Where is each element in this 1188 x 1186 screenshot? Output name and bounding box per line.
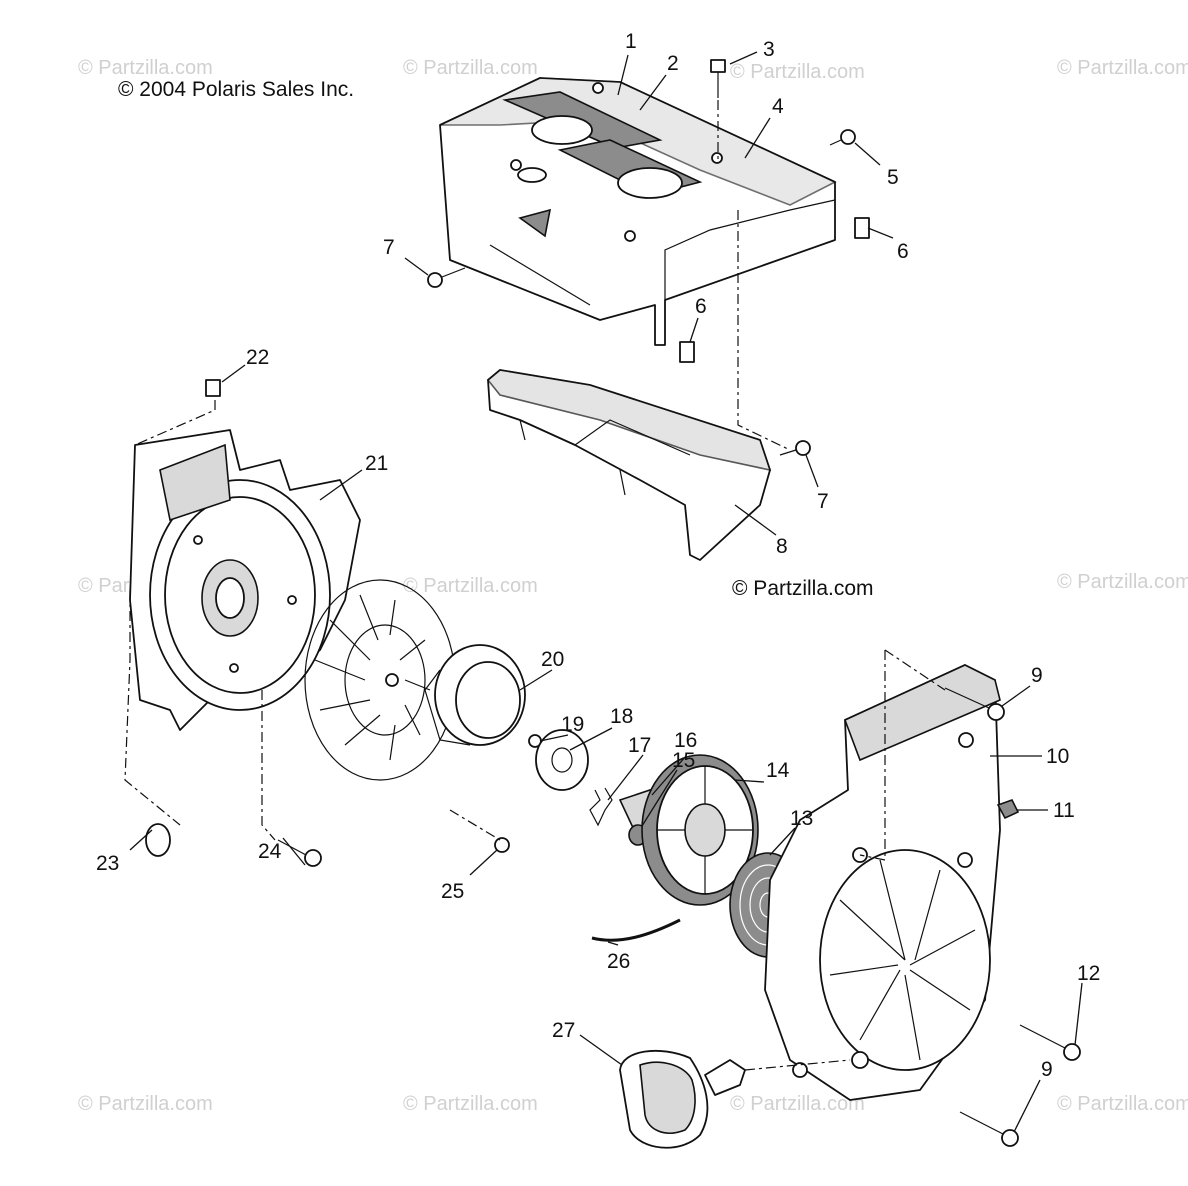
callout-23: 23 [96,852,119,875]
callout-3: 3 [763,38,775,61]
callout-11: 11 [1053,799,1075,822]
bolt-3 [710,59,726,73]
callout-9: 9 [1031,664,1043,687]
callout-27: 27 [552,1019,575,1042]
bolt-24 [304,849,322,867]
callout-21: 21 [365,452,388,475]
cap-22 [205,379,221,397]
recoil-housing-part [764,664,1001,1101]
part-18 [535,729,589,791]
leader-lines [129,51,1083,1133]
callout-25: 25 [441,880,464,903]
watermark: © Partzilla.com [403,575,538,597]
callout-13: 13 [790,807,813,830]
copyright-partzilla: © Partzilla.com [732,577,874,600]
bolt-5 [840,129,856,145]
callout-labels: 1 2 3 4 5 6 6 7 7 8 9 9 10 11 12 13 14 1… [96,30,1100,1081]
watermark: © Partzilla.com [78,1093,213,1115]
watermark: © Partzilla.com [403,57,538,79]
callout-6: 6 [897,240,909,263]
callout-10: 10 [1046,745,1069,768]
callout-15: 15 [672,749,695,772]
clip-6 [854,217,870,239]
watermark: © Partzilla.com [78,57,213,79]
callout-16-visible: 16 [674,729,697,752]
clip-6 [679,341,695,363]
watermark: © Partzilla.com [1057,1093,1188,1115]
callout-8: 8 [776,535,788,558]
callout-7: 7 [817,490,829,513]
watermark: © Partzilla.com [403,1093,538,1115]
nut-11 [996,799,1020,820]
callout-22: 22 [246,346,269,369]
callout-5: 5 [887,166,899,189]
bolt-25 [494,837,510,853]
rope-part [591,918,681,942]
watermark-layer: © Partzilla.com © Partzilla.com © Partzi… [78,57,1188,1115]
callout-14: 14 [766,759,790,782]
bolt-7 [427,272,443,288]
callout-24: 24 [258,840,282,863]
callout-17: 17 [628,734,651,757]
watermark: © Partzilla.com [730,1093,865,1115]
callout-19: 19 [561,713,584,736]
callout-2: 2 [667,52,679,75]
bolt-9 [987,703,1005,721]
callout-20: 20 [541,648,564,671]
copyright-polaris: © 2004 Polaris Sales Inc. [118,78,354,101]
watermark: © Partzilla.com [1057,57,1188,79]
duct-part [486,369,772,561]
bolt-7 [795,440,811,456]
plug-23 [145,823,171,857]
callout-12: 12 [1077,962,1100,985]
fan-part [304,579,456,781]
top-cover-part [439,77,837,346]
handle-part [619,1049,746,1149]
callout-9: 9 [1041,1058,1053,1081]
starter-cup-part [424,644,526,746]
part-17 [589,787,613,827]
fasteners [145,59,1081,1147]
bolt-9 [1001,1129,1019,1147]
callout-18: 18 [610,705,633,728]
back-plate-part [129,429,361,731]
watermark: © Partzilla.com [1057,571,1188,593]
pulley-part [641,754,759,906]
callout-26: 26 [607,950,630,973]
callout-1: 1 [625,30,637,53]
watermark: © Partzilla.com [730,61,865,83]
alignment-lines [124,100,946,1071]
bolt-12 [1063,1043,1081,1061]
callout-6: 6 [695,295,707,318]
callout-4: 4 [772,95,784,118]
callout-7: 7 [383,236,395,259]
